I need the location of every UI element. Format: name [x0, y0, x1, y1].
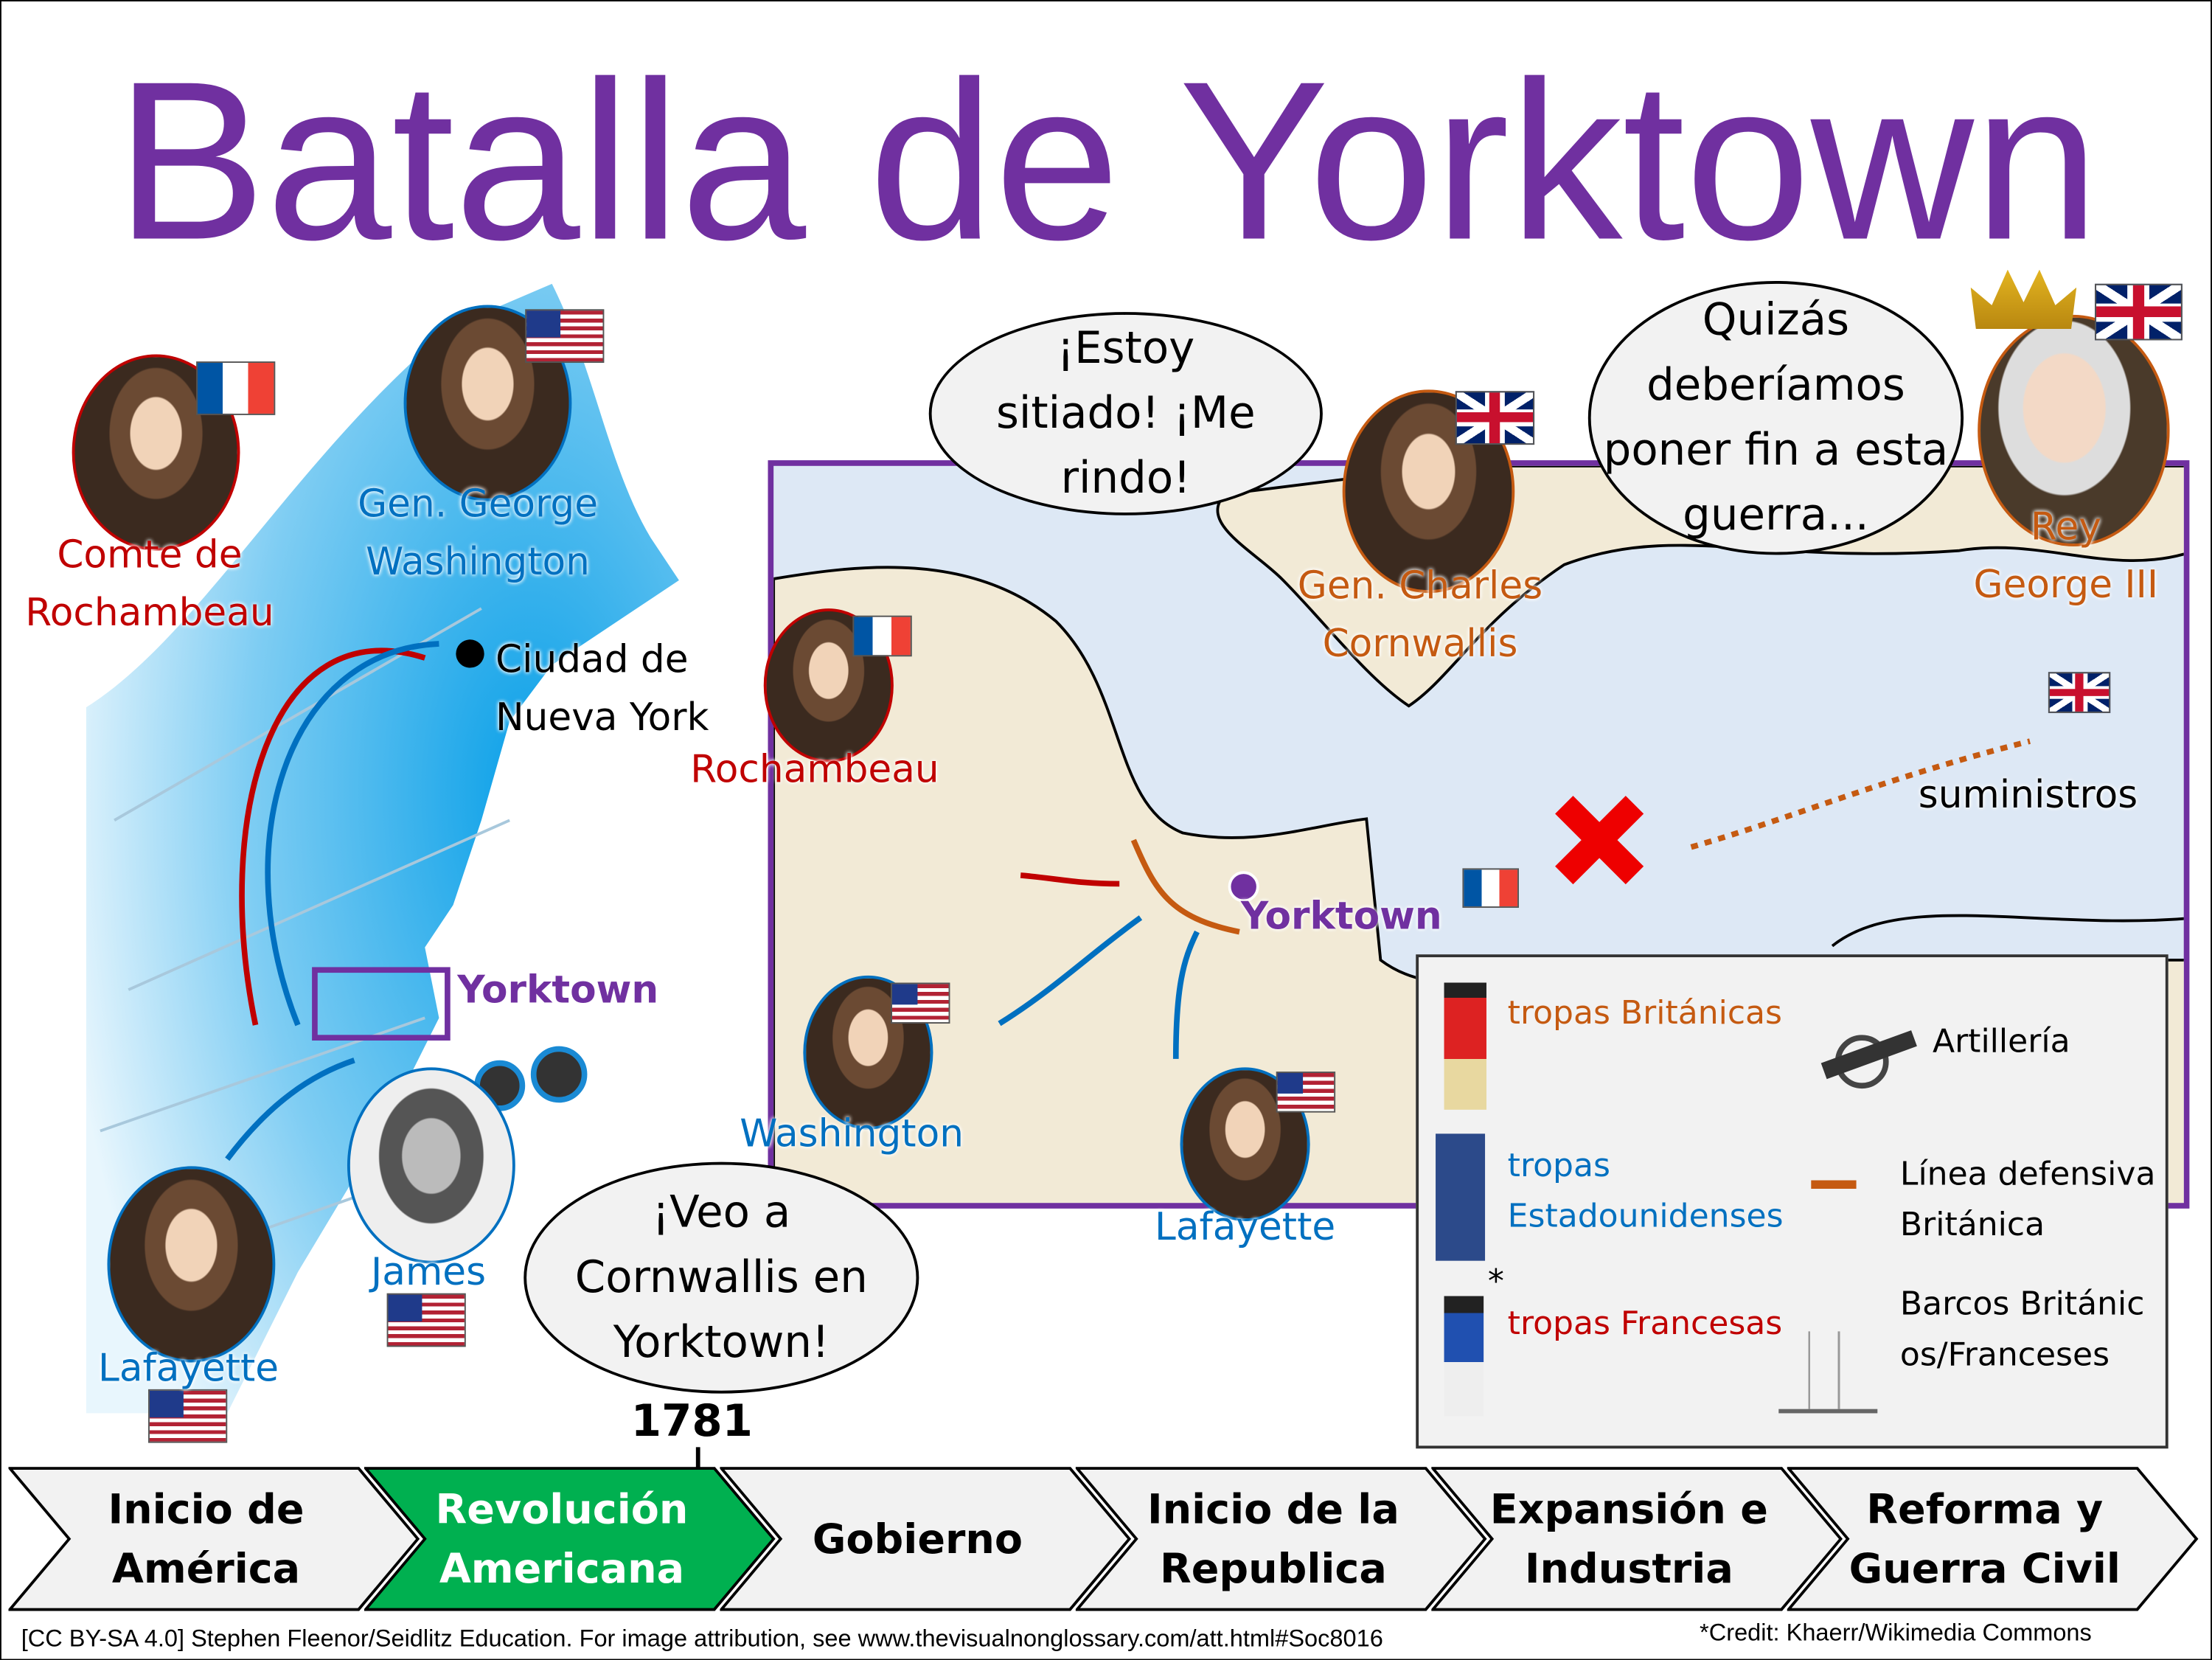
us-flag	[525, 309, 605, 364]
james-label: James	[371, 1251, 487, 1295]
timeline-item[interactable]: Inicio de la Republica	[1075, 1467, 1487, 1611]
british-soldier-icon	[1444, 982, 1486, 1110]
france-flag	[852, 615, 912, 657]
uk-flag	[1455, 391, 1535, 445]
timeline-item-label: Inicio de la Republica	[1147, 1485, 1399, 1593]
timeline-item-label: Inicio de América	[108, 1485, 305, 1593]
rochambeau-map-label: Rochambeau	[690, 748, 939, 793]
cornwallis-speech-bubble: ¡Estoy sitiado! ¡Me rindo!	[928, 312, 1323, 515]
us-flag	[891, 982, 950, 1024]
legend-defense-line: Línea defensiva Británica	[1899, 1156, 2156, 1244]
timeline-item-label: Gobierno	[812, 1515, 1023, 1563]
american-soldier-icon	[1436, 1133, 1486, 1261]
attribution-text: [CC BY-SA 4.0] Stephen Fleenor/Seidlitz …	[21, 1625, 1383, 1652]
legend-french-troops: tropas Francesas	[1507, 1305, 1783, 1343]
lafayette-portrait	[107, 1166, 276, 1363]
james-portrait	[347, 1067, 515, 1264]
us-flag	[386, 1293, 466, 1347]
defense-line-icon	[1811, 1180, 1857, 1190]
us-flag	[148, 1389, 228, 1443]
timeline-item[interactable]: Revolución Americana	[364, 1467, 776, 1611]
supplies-label: suministros	[1918, 774, 2138, 818]
cannon-icon	[1807, 1021, 1920, 1091]
timeline-item-label: Revolución Americana	[435, 1485, 689, 1593]
king-speech-bubble: Quizás deberíamos poner fin a esta guerr…	[1587, 280, 1964, 555]
year-tick	[695, 1447, 700, 1470]
king-george-portrait	[1978, 314, 2170, 546]
king-label: Rey George III	[1973, 505, 2159, 608]
timeline-item[interactable]: Inicio de América	[8, 1467, 420, 1611]
lafayette-map-label: Lafayette	[1155, 1205, 1336, 1250]
uk-flag	[2048, 672, 2111, 713]
asterisk: *	[1487, 1263, 1504, 1301]
yorktown-map-label: Yorktown	[1240, 895, 1442, 940]
timeline-item-label: Expansión e Industria	[1489, 1485, 1768, 1593]
us-flag	[1276, 1072, 1336, 1113]
france-flag	[1462, 868, 1520, 909]
credit-text: *Credit: Khaerr/Wikimedia Commons	[1700, 1619, 2092, 1647]
year-label: 1781	[630, 1396, 753, 1448]
legend-ships: Barcos Británicos/Franceses	[1899, 1286, 2145, 1374]
timeline-item-label: Reforma y Guerra Civil	[1848, 1485, 2121, 1593]
yorktown-label: Yorktown	[457, 968, 659, 1013]
page-title: Batalla de Yorktown	[115, 33, 2100, 287]
uk-flag	[2095, 283, 2183, 341]
james-speech-bubble: ¡Veo a Cornwallis en Yorktown!	[524, 1161, 919, 1394]
cornwallis-label: Gen. Charles Cornwallis	[1297, 564, 1543, 667]
legend-british-troops: tropas Británicas	[1507, 995, 1782, 1032]
nyc-marker	[456, 639, 484, 668]
nyc-label: Ciudad de Nueva York	[495, 638, 709, 740]
rochambeau-label: Comte de Rochambeau	[25, 533, 274, 636]
ship-icon	[1778, 1331, 1878, 1414]
legend: tropas Británicas tropas Estadounidenses…	[1416, 954, 2168, 1449]
legend-american-troops: tropas Estadounidenses	[1507, 1147, 1784, 1236]
timeline-item[interactable]: Gobierno	[720, 1467, 1132, 1611]
french-soldier-icon	[1444, 1296, 1484, 1417]
yorktown-box	[312, 967, 451, 1041]
timeline-item[interactable]: Reforma y Guerra Civil	[1787, 1467, 2199, 1611]
washington-label: Gen. George Washington	[358, 482, 599, 585]
legend-artillery: Artillería	[1932, 1024, 2070, 1060]
washington-map-label: Washington	[740, 1112, 964, 1156]
lafayette-label: Lafayette	[98, 1347, 279, 1391]
timeline-item[interactable]: Expansión e Industria	[1431, 1467, 1843, 1611]
france-flag	[196, 361, 276, 415]
east-coast-map	[86, 283, 679, 1414]
